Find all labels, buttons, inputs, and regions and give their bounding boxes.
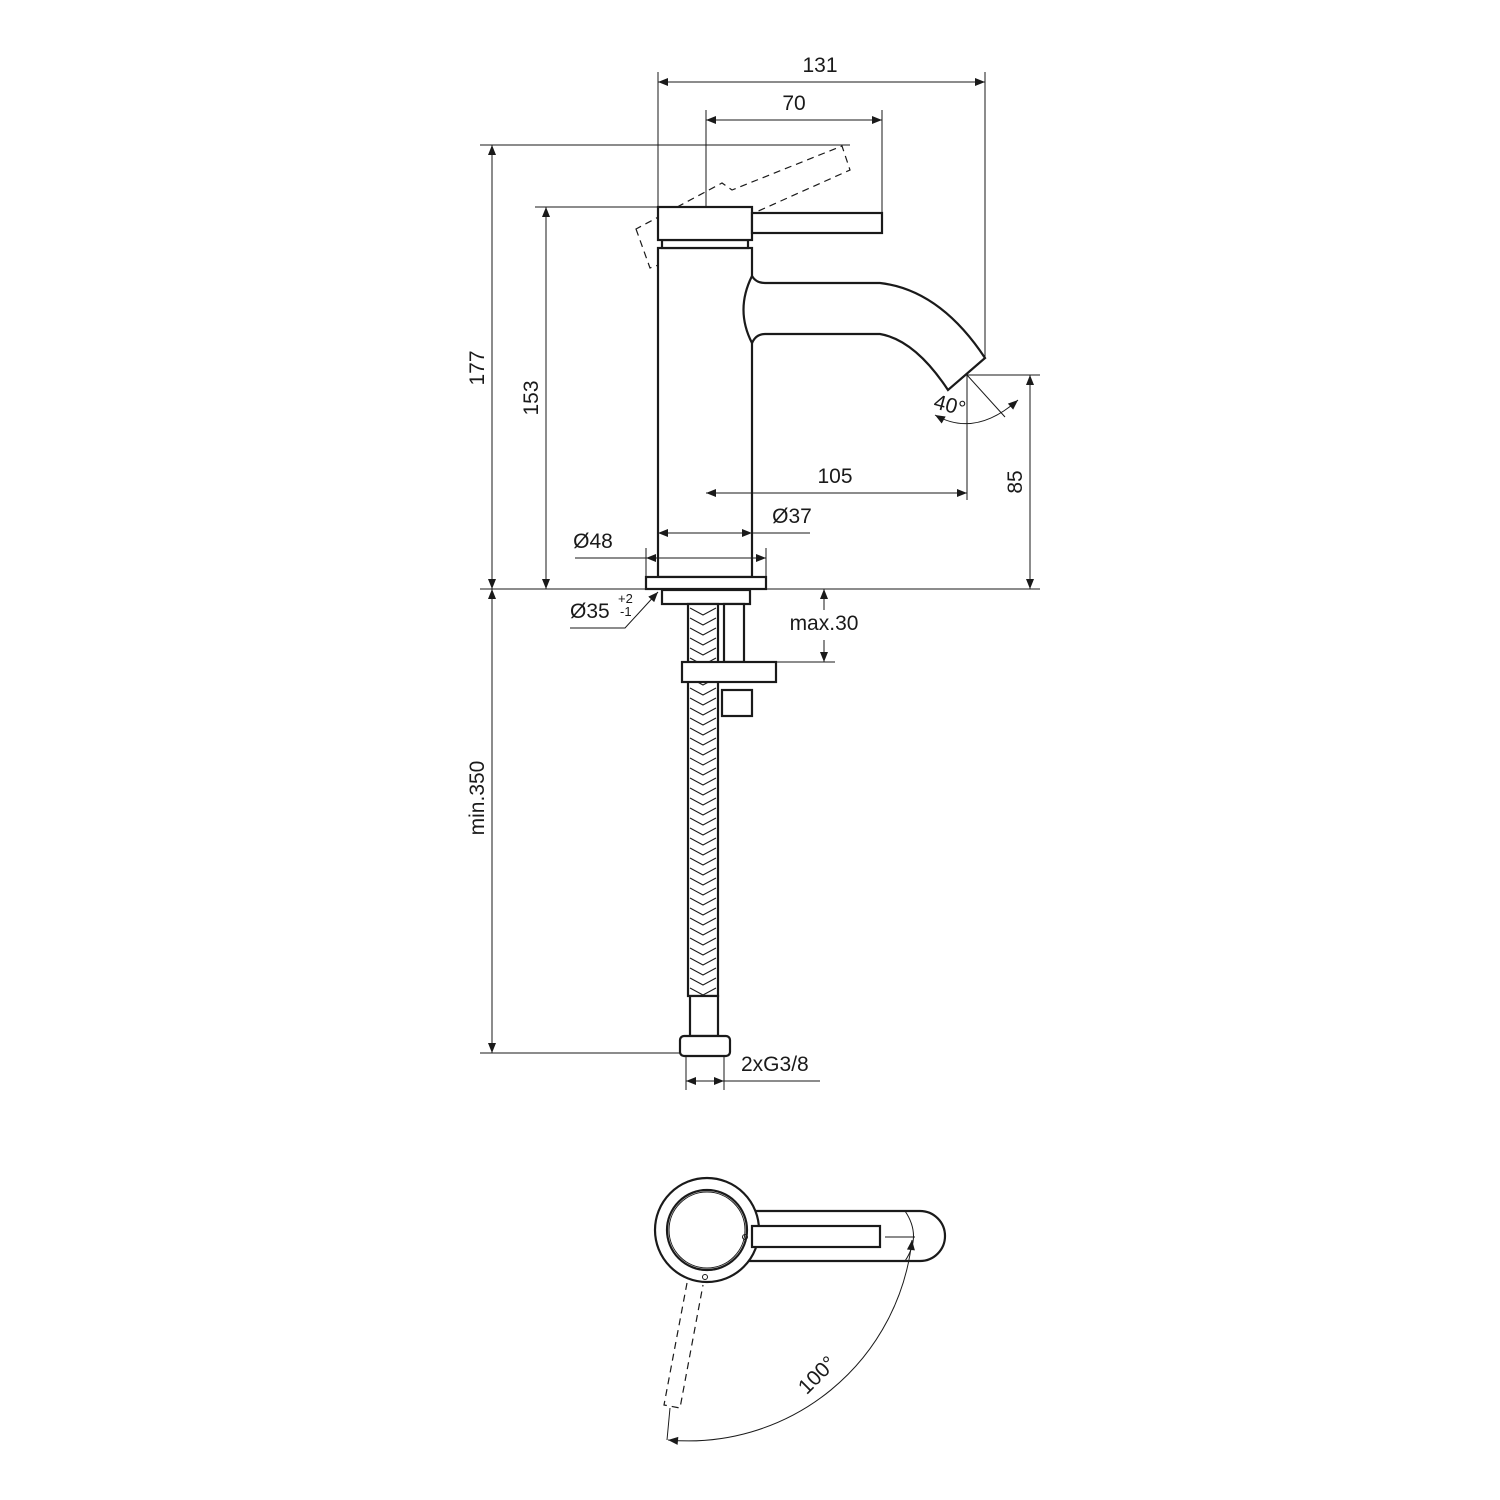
dimension-105: 105 xyxy=(706,465,967,497)
dim-label: 100° xyxy=(794,1352,841,1399)
fixing-nut xyxy=(720,688,754,718)
tolerance-upper: +2 xyxy=(618,591,633,606)
dimension-base-diameter: Ø48 xyxy=(573,530,766,562)
dimension-153: 153 xyxy=(520,207,550,589)
connector-nut xyxy=(678,1034,732,1058)
spout xyxy=(742,273,987,392)
dim-label: Ø35 xyxy=(570,600,610,623)
plan-view: 100° xyxy=(653,1176,947,1445)
mounting-plate xyxy=(680,660,778,684)
dim-label: Ø37 xyxy=(772,505,812,528)
extension-lines xyxy=(480,72,1040,1090)
hose-ferrule xyxy=(688,994,720,1038)
tolerance-lower: -1 xyxy=(620,604,632,619)
dimension-177: 177 xyxy=(466,145,496,589)
base-shank xyxy=(660,588,752,606)
dim-label: min.350 xyxy=(466,761,489,836)
handle-cap-circle xyxy=(665,1188,749,1272)
dimension-max-30: max.30 xyxy=(790,589,859,662)
dim-label: 85 xyxy=(1004,470,1027,493)
dim-label: 70 xyxy=(782,92,805,115)
handle-cap xyxy=(656,205,754,242)
dim-label: Ø48 xyxy=(573,530,613,553)
dim-label: 2xG3/8 xyxy=(741,1053,809,1076)
dim-label: 131 xyxy=(802,54,837,77)
braid-lines xyxy=(689,607,717,996)
side-view: 131 70 177 153 105 85 40° xyxy=(466,54,1040,1090)
dimension-body-diameter: Ø37 xyxy=(658,505,812,537)
tap-body xyxy=(656,246,754,579)
dimension-connection: 2xG3/8 xyxy=(686,1053,820,1085)
lever-handle xyxy=(750,211,884,235)
base-plate xyxy=(644,575,768,591)
hose-braid-pattern xyxy=(689,607,717,996)
handle-ring xyxy=(660,238,750,250)
dim-label: max.30 xyxy=(790,612,859,635)
dimension-131: 131 xyxy=(658,54,985,86)
dimension-hole-diameter: Ø35 +2 -1 xyxy=(570,591,659,629)
threaded-rod xyxy=(722,602,746,664)
dim-label: 177 xyxy=(466,350,489,385)
dimension-min-350: min.350 xyxy=(466,589,496,1053)
lever-top-view xyxy=(750,1224,882,1249)
dim-label: 153 xyxy=(520,380,543,415)
dim-label: 105 xyxy=(817,465,852,488)
lever-rotated-outline xyxy=(663,1282,704,1409)
dimension-85: 85 xyxy=(1004,375,1034,589)
dimension-70: 70 xyxy=(706,92,882,124)
